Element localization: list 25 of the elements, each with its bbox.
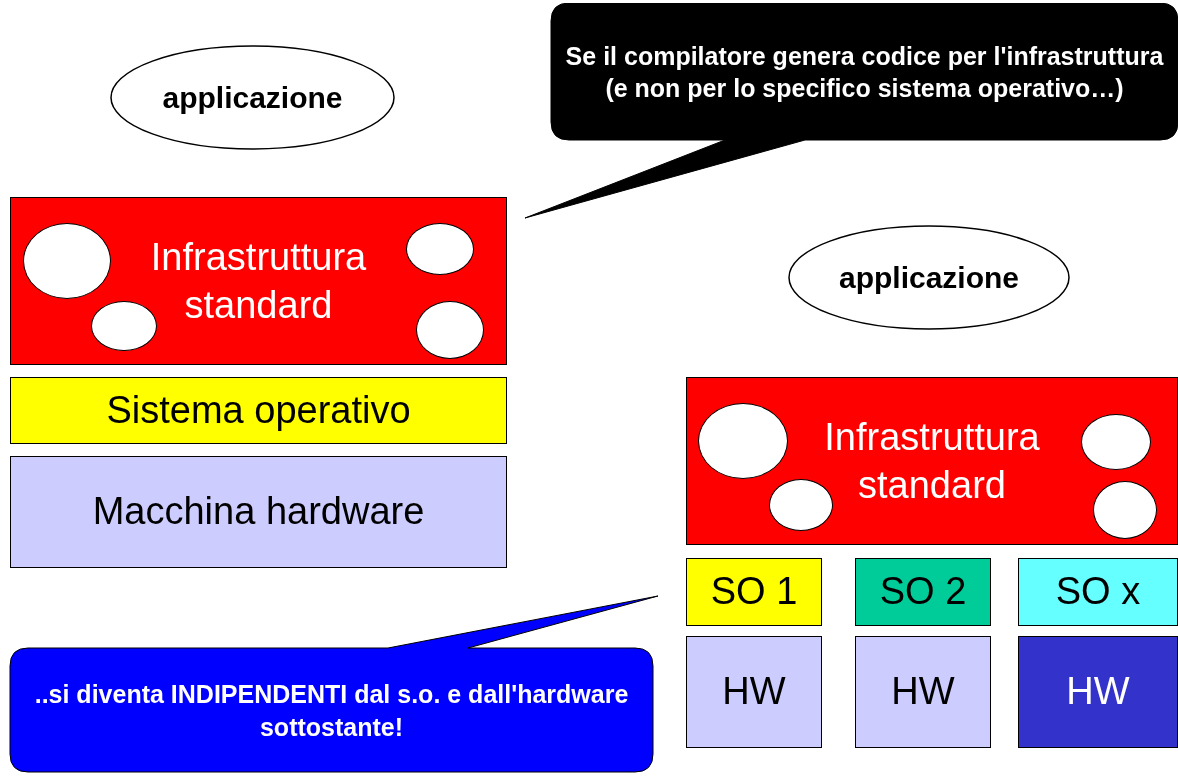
layer-label: HW	[891, 669, 955, 715]
layer-label: Infrastruttura standard	[823, 414, 1041, 507]
layer-box	[1018, 558, 1178, 626]
layer-box	[686, 377, 1178, 545]
layer-box	[10, 377, 507, 444]
layer-box	[855, 636, 991, 748]
layer-label: HW	[1066, 669, 1130, 715]
layer-label: SO 2	[879, 569, 967, 615]
layer-label: Sistema operativo	[106, 387, 411, 433]
layer-label: Macchina hardware	[92, 489, 425, 535]
layer-box	[1018, 636, 1178, 748]
layer-label: SO x	[1055, 569, 1141, 615]
callout-text: Se il compilatore genera codice per l'infrastruttura (e non per lo specifico sistema operativo…)	[564, 40, 1165, 104]
layer-box	[10, 197, 507, 365]
ellipse-label: applicazione	[837, 260, 1020, 295]
layer-label: SO 1	[710, 569, 798, 615]
layer-label: HW	[722, 669, 786, 715]
circle-shape	[769, 479, 833, 531]
ellipse-label: applicazione	[161, 80, 344, 115]
layer-box	[686, 558, 822, 626]
callout-text: ..si diventa INDIPENDENTI dal s.o. e dall'hardware sottostante!	[33, 678, 630, 742]
layer-label: Infrastruttura standard	[149, 234, 368, 327]
layer-box	[855, 558, 991, 626]
layer-box	[686, 636, 822, 748]
layer-box	[10, 456, 507, 568]
